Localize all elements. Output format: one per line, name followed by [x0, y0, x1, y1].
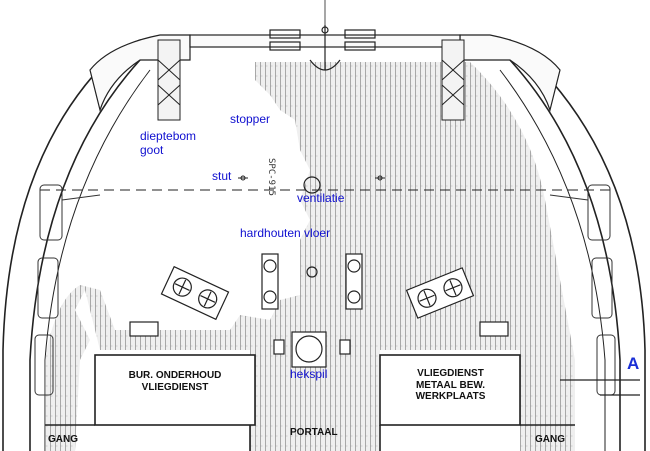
handwritten-note: SPC-915	[266, 158, 276, 196]
portaal-label: PORTAAL	[290, 427, 338, 438]
hardhouten-vloer-label: hardhouten vloer	[240, 226, 331, 240]
dieptebom-goot-label: dieptebom goot	[140, 129, 197, 157]
hekspil-label: hekspil	[290, 367, 328, 381]
section-marker-arrow	[560, 379, 640, 396]
bur-onderhoud-room-label: BUR. ONDERHOUD VLIEGDIENST	[128, 370, 222, 393]
rooms	[45, 354, 575, 451]
capstan-icon	[129, 321, 509, 368]
section-marker-label: A	[627, 354, 640, 373]
depth-charge-chutes	[157, 39, 465, 121]
gang-left-label: GANG	[48, 434, 78, 445]
hardwood-deck	[45, 62, 575, 451]
vliegdienst-metaal-room-label: VLIEGDIENST METAAL BEW. WERKPLAATS	[415, 368, 486, 402]
bollards	[160, 253, 475, 321]
ventilation-icon	[303, 176, 321, 278]
gang-right-label: GANG	[535, 434, 565, 445]
ventilatie-label: ventilatie	[297, 191, 345, 205]
stut-icon	[238, 175, 385, 181]
stopper-label: stopper	[230, 112, 271, 126]
side-frames	[34, 184, 616, 396]
stut-label: stut	[212, 169, 232, 183]
